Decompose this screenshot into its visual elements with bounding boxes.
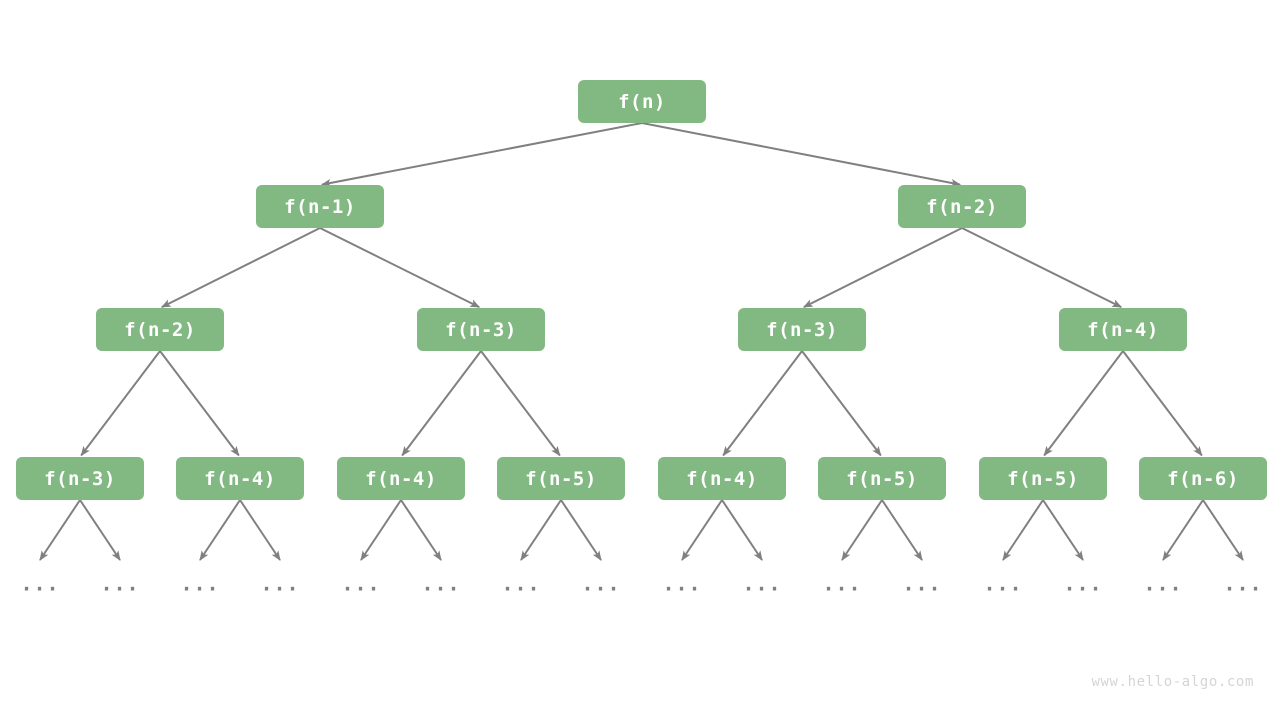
ellipsis-label: ... — [180, 572, 219, 596]
node-box — [898, 185, 1026, 228]
node-box — [256, 185, 384, 228]
node-box — [1139, 457, 1267, 500]
tree-edge — [160, 227, 321, 308]
tree-node[interactable]: f(n-1) — [256, 185, 384, 228]
terminal-edge — [39, 499, 81, 561]
node-label: f(n-6) — [1167, 468, 1239, 490]
node-label: f(n-2) — [124, 319, 196, 341]
node-box — [96, 308, 224, 351]
tree-node[interactable]: f(n-3) — [16, 457, 144, 500]
ellipsis-label: ... — [20, 572, 59, 596]
ellipsis-layer: ........................................… — [20, 572, 1262, 596]
terminal-edge — [681, 499, 723, 561]
node-label: f(n-5) — [525, 468, 597, 490]
terminal-edge — [1042, 499, 1084, 561]
tree-edge — [480, 350, 561, 457]
tree-node[interactable]: f(n-5) — [818, 457, 946, 500]
node-label: f(n-1) — [284, 196, 356, 218]
ellipsis-label: ... — [100, 572, 139, 596]
terminal-edge — [520, 499, 562, 561]
ellipsis-label: ... — [822, 572, 861, 596]
node-label: f(n-2) — [926, 196, 998, 218]
tree-node[interactable]: f(n-4) — [1059, 308, 1187, 351]
ellipsis-label: ... — [501, 572, 540, 596]
ellipsis-label: ... — [662, 572, 701, 596]
ellipsis-label: ... — [1223, 572, 1262, 596]
tree-node[interactable]: f(n-5) — [497, 457, 625, 500]
terminal-edge — [1002, 499, 1044, 561]
node-label: f(n-3) — [766, 319, 838, 341]
terminal-edge — [560, 499, 602, 561]
terminal-edge — [1202, 499, 1244, 561]
tree-edge — [320, 122, 643, 187]
node-box — [337, 457, 465, 500]
node-label: f(n-4) — [1087, 319, 1159, 341]
tree-edge — [1043, 350, 1124, 457]
tree-edge — [802, 227, 963, 308]
terminal-edge — [400, 499, 442, 561]
tree-edge — [722, 350, 803, 457]
ellipsis-label: ... — [742, 572, 781, 596]
tree-node[interactable]: f(n-5) — [979, 457, 1107, 500]
tree-node[interactable]: f(n) — [578, 80, 706, 123]
ellipsis-label: ... — [1063, 572, 1102, 596]
terminal-edge — [881, 499, 923, 561]
tree-node[interactable]: f(n-6) — [1139, 457, 1267, 500]
node-box — [1059, 308, 1187, 351]
node-label: f(n-4) — [365, 468, 437, 490]
terminal-edge — [199, 499, 241, 561]
tree-edge — [961, 227, 1123, 309]
tree-node[interactable]: f(n-4) — [658, 457, 786, 500]
terminal-edge — [239, 499, 281, 561]
node-box — [979, 457, 1107, 500]
terminal-edge — [79, 499, 121, 561]
node-label: f(n-4) — [686, 468, 758, 490]
terminal-edge — [721, 499, 763, 561]
ellipsis-label: ... — [1143, 572, 1182, 596]
tree-edge — [401, 350, 482, 457]
ellipsis-label: ... — [902, 572, 941, 596]
tree-edge — [801, 350, 882, 457]
node-box — [578, 80, 706, 123]
tree-edge — [641, 122, 962, 187]
node-box — [176, 457, 304, 500]
node-box — [818, 457, 946, 500]
node-box — [497, 457, 625, 500]
watermark-label: www.hello-algo.com — [1091, 674, 1254, 690]
node-label: f(n-5) — [846, 468, 918, 490]
node-label: f(n-5) — [1007, 468, 1079, 490]
terminal-edge — [360, 499, 402, 561]
terminal-arrows-layer — [39, 499, 1244, 561]
tree-edge — [159, 350, 240, 457]
ellipsis-label: ... — [260, 572, 299, 596]
tree-node[interactable]: f(n-3) — [417, 308, 545, 351]
node-label: f(n-4) — [204, 468, 276, 490]
tree-node[interactable]: f(n-2) — [96, 308, 224, 351]
node-box — [738, 308, 866, 351]
terminal-edge — [841, 499, 883, 561]
terminal-edge — [1162, 499, 1204, 561]
node-box — [16, 457, 144, 500]
tree-node[interactable]: f(n-3) — [738, 308, 866, 351]
node-label: f(n-3) — [445, 319, 517, 341]
node-label: f(n) — [618, 91, 666, 113]
nodes-layer: f(n) f(n-1) f(n-2) f(n-2) f(n-3) f(n-3) f(n-4)… — [16, 80, 1267, 500]
node-label: f(n-3) — [44, 468, 116, 490]
tree-node[interactable]: f(n-2) — [898, 185, 1026, 228]
edges-layer — [80, 122, 1203, 457]
tree-edge — [80, 350, 161, 457]
ellipsis-label: ... — [341, 572, 380, 596]
tree-edge — [1122, 350, 1203, 457]
node-box — [417, 308, 545, 351]
tree-edge — [319, 227, 481, 309]
ellipsis-label: ... — [421, 572, 460, 596]
tree-node[interactable]: f(n-4) — [176, 457, 304, 500]
node-box — [658, 457, 786, 500]
ellipsis-label: ... — [581, 572, 620, 596]
ellipsis-label: ... — [983, 572, 1022, 596]
tree-node[interactable]: f(n-4) — [337, 457, 465, 500]
